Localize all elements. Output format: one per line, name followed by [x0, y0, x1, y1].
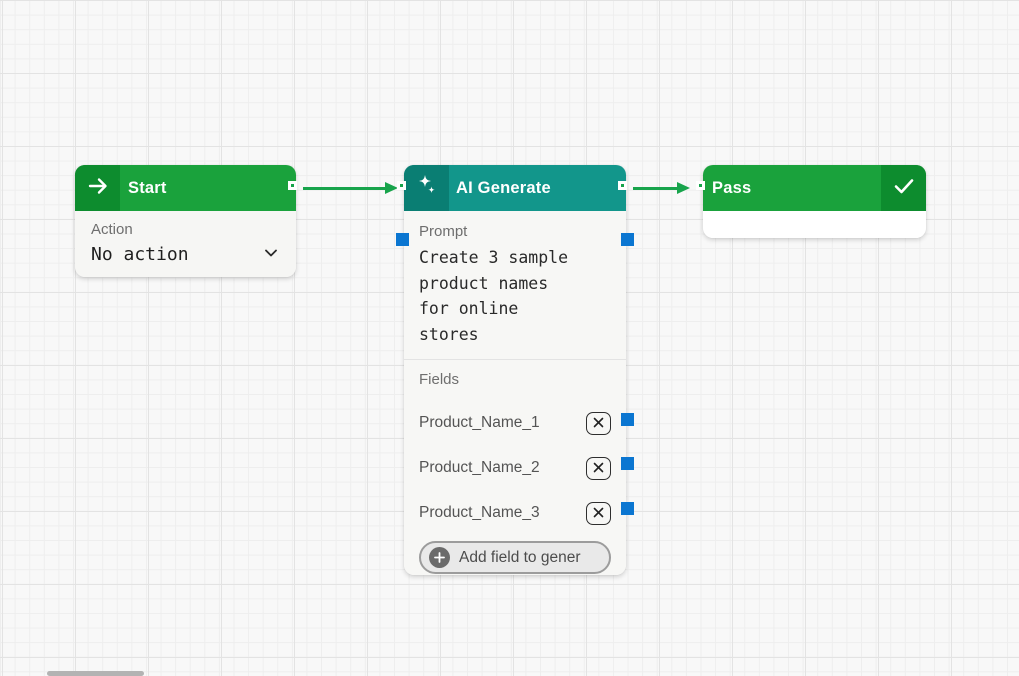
field-1-output-handle[interactable] — [621, 413, 634, 426]
edge-ai-to-pass-arrowhead — [677, 181, 690, 194]
action-value: No action — [91, 244, 189, 265]
remove-field-button[interactable] — [586, 456, 611, 480]
remove-field-button[interactable] — [586, 501, 611, 525]
node-start-body: Action No action — [75, 211, 296, 277]
x-icon — [593, 461, 604, 476]
pass-input-handle[interactable] — [695, 180, 705, 190]
x-icon — [593, 506, 604, 521]
node-start-header[interactable]: Start — [75, 165, 297, 211]
node-ai-generate-title: AI Generate — [456, 178, 551, 197]
field-row: Product_Name_3 — [419, 501, 611, 525]
pass-icon-box — [881, 165, 926, 211]
node-start[interactable]: Start Action No action — [75, 165, 297, 277]
field-name: Product_Name_2 — [419, 459, 540, 477]
prompt-output-handle[interactable] — [621, 233, 634, 246]
prompt-input-handle[interactable] — [396, 233, 409, 246]
field-name: Product_Name_3 — [419, 504, 540, 522]
ai-generate-icon-box — [404, 165, 449, 211]
arrow-right-icon — [86, 174, 110, 203]
plus-icon — [429, 547, 450, 569]
node-pass-title: Pass — [712, 178, 752, 197]
horizontal-scrollbar[interactable] — [47, 671, 144, 676]
field-3-output-handle[interactable] — [621, 502, 634, 515]
node-pass-body — [703, 211, 926, 238]
field-2-output-handle[interactable] — [621, 457, 634, 470]
edge-start-to-ai[interactable] — [303, 186, 387, 190]
ai-generate-input-handle[interactable] — [396, 180, 406, 190]
chevron-down-icon — [262, 244, 280, 267]
x-icon — [593, 416, 604, 431]
ai-generate-output-handle[interactable] — [618, 180, 627, 190]
node-pass-header[interactable]: Pass — [695, 165, 926, 211]
start-icon-box — [75, 165, 120, 211]
field-name: Product_Name_1 — [419, 414, 540, 432]
edge-start-to-ai-arrowhead — [385, 181, 398, 194]
action-select[interactable]: No action — [91, 241, 280, 269]
field-row: Product_Name_2 — [419, 456, 611, 480]
check-icon — [891, 173, 917, 204]
sparkles-icon — [414, 173, 440, 204]
add-field-button[interactable]: Add field to gener — [419, 541, 611, 575]
field-row: Product_Name_1 — [419, 411, 611, 435]
action-label: Action — [91, 221, 133, 238]
add-field-label: Add field to gener — [459, 548, 581, 566]
start-output-handle[interactable] — [288, 180, 297, 190]
node-ai-generate-header[interactable]: AI Generate — [396, 165, 627, 211]
node-start-title: Start — [128, 178, 167, 197]
fields-label: Fields — [419, 371, 460, 389]
fields-section: Fields Product_Name_1 Product_Name_2 — [404, 360, 626, 575]
edge-ai-to-pass[interactable] — [633, 186, 679, 190]
node-pass[interactable]: Pass — [695, 165, 926, 238]
prompt-label: Prompt — [419, 223, 468, 240]
remove-field-button[interactable] — [586, 411, 611, 435]
